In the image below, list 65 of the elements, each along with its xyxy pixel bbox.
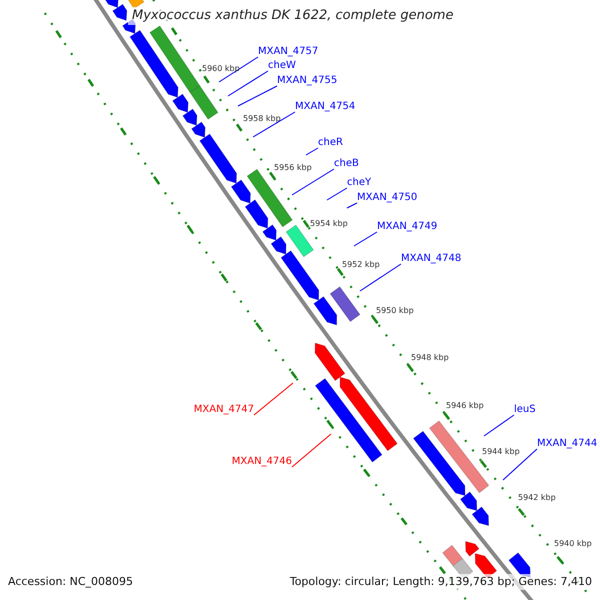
scale-label: 5946 kbp [446,401,484,411]
leader-line [346,202,358,208]
leader-line [306,148,318,156]
gene-label: MXAN_4744 [537,437,598,451]
gene-block [314,378,382,463]
gene-label: cheB [334,157,359,171]
accession-text: Accession: NC_008095 [8,574,134,590]
scale-label: 5960 kbp [202,64,240,74]
leader-line [360,264,402,292]
gene-label: MXAN_4755 [277,74,338,88]
gene-block [340,376,398,452]
gene-block [244,199,268,229]
leader-line [326,188,348,200]
scale-label: 5944 kbp [482,447,520,457]
gene-block [199,134,237,184]
gene-block [314,342,346,382]
scale-label: 5952 kbp [342,260,380,270]
leader-line [484,414,514,436]
gene-block [313,296,338,326]
scale-label: 5950 kbp [376,306,414,316]
scale-label: 5958 kbp [243,114,281,124]
gene-label: MXAN_4748 [401,252,462,266]
gene-block [460,491,478,511]
gene-block [189,85,218,120]
gene-block [280,250,320,300]
gene-block [472,506,490,526]
gene-block [149,25,200,93]
gene-block [330,286,360,322]
leader-line [354,232,378,246]
gene-block [262,224,277,241]
gene-block [191,122,206,138]
gene-label: MXAN_4746 [232,455,292,469]
leader-line [502,448,538,480]
gene-block [412,430,466,496]
gene-block [182,108,198,126]
gene-label: leuS [514,403,536,417]
leader-line [218,56,258,82]
gene-label: MXAN_4754 [295,100,356,114]
gene-block [129,30,178,98]
leader-line [238,86,278,106]
scale-label: 5948 kbp [411,353,449,363]
gene-label: MXAN_4747 [194,403,254,417]
gene-label: MXAN_4757 [258,45,318,59]
scale-label: 5954 kbp [310,219,348,229]
gene-label: cheR [318,136,343,150]
gene-label: MXAN_4750 [357,191,418,205]
gene-block [286,224,314,258]
leader-line [252,112,296,138]
leader-line [292,168,334,196]
gene-block [442,544,464,568]
gene-label: cheY [347,176,372,190]
leader-line [228,70,268,96]
leader-line [292,434,332,468]
gene-block [465,541,480,557]
gene-block [246,168,293,228]
gene-block [104,0,119,8]
gene-block [230,179,251,204]
gene-block [126,0,144,10]
gene-label: cheW [268,59,296,73]
leader-line [254,382,294,416]
scale-label: 5956 kbp [274,163,312,173]
scale-label: 5940 kbp [554,539,592,549]
gene-label: MXAN_4749 [377,220,438,234]
scale-label: 5942 kbp [518,493,556,503]
genome-stats-text: Topology: circular; Length: 9,139,763 bp; Genes: 7,410 [290,574,592,590]
